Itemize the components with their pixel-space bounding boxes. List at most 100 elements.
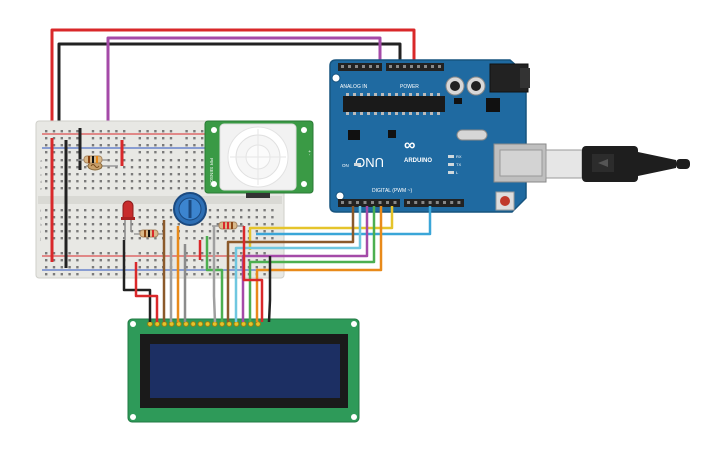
lcd-pin[interactable] [161,321,168,327]
lcd-pin[interactable] [204,321,211,327]
resistor-led[interactable] [134,229,164,238]
header-pin[interactable] [428,201,432,204]
header-pin[interactable] [348,65,351,68]
header-pin[interactable] [407,201,410,204]
breadboard-hole [193,144,196,147]
breadboard-hole [76,180,79,183]
chip-pin [437,93,440,96]
header-pin[interactable] [356,201,359,204]
breadboard-hole [169,230,173,233]
header-pin[interactable] [371,201,374,204]
wire-black-gnd[interactable] [57,42,402,142]
lcd-pin[interactable] [197,321,204,327]
breadboard-hole [216,230,219,233]
lcd-display[interactable] [127,318,360,423]
breadboard-hole [271,230,274,233]
header-pin[interactable] [341,65,344,68]
breadboard-hole [247,252,251,255]
breadboard-hole [84,209,87,212]
header-pin[interactable] [403,65,406,68]
arduino-uno[interactable]: ANALOG IN POWER ∞ ARDUINO UNO ON RX TX L [329,59,547,213]
breadboard-hole [154,180,157,183]
header-pin[interactable] [450,201,454,204]
header-pin[interactable] [414,201,418,204]
breadboard-hole [68,273,71,276]
header-pin[interactable] [443,201,446,204]
wire-purple-d5[interactable] [241,206,369,322]
lcd-pin[interactable] [219,321,225,327]
wire-yellow-d12[interactable] [248,206,394,250]
header-pin[interactable] [457,201,461,204]
header-pin[interactable] [417,65,420,68]
breadboard-hole [216,273,219,276]
potentiometer[interactable] [173,192,207,226]
lcd-pin[interactable] [147,321,153,327]
header-pin[interactable] [435,201,439,204]
breadboard-hole [115,252,118,255]
lcd-pin[interactable] [233,321,240,327]
header-pin[interactable] [376,65,379,68]
header-pin[interactable] [369,65,372,68]
wire-brown-d7[interactable] [226,206,355,322]
header-pin[interactable] [363,201,367,204]
pir-sensor[interactable]: PIR SENSOR + - [204,120,314,198]
wire-black-backlight[interactable] [267,256,272,323]
lcd-pin[interactable] [247,321,254,327]
breadboard-hole [193,166,196,169]
lcd-pin[interactable] [168,321,175,327]
header-pin[interactable] [410,65,413,68]
resistor-backlight[interactable] [212,221,244,230]
header-pin[interactable] [396,65,399,68]
breadboard-hole [60,209,63,212]
header-pin[interactable] [393,201,397,204]
breadboard-hole [255,223,258,226]
wire-blue-d13[interactable] [256,206,432,236]
lcd-pin[interactable] [183,321,189,327]
lcd-pin[interactable] [175,321,182,327]
breadboard-hole [68,252,71,255]
lcd-pin[interactable] [226,321,233,327]
wire-red-5v[interactable] [50,28,416,138]
lcd-pin[interactable] [255,321,261,327]
wire-red-backlight[interactable] [242,226,264,322]
wire-gray-lcd-e[interactable] [212,226,217,323]
breadboard-hole [107,130,110,133]
wire-cyan-d6[interactable] [234,206,362,322]
breadboard-hole [232,230,235,233]
lcd-pin[interactable] [240,321,247,327]
header-pin[interactable] [389,65,392,68]
breadboard-hole [45,137,48,140]
breadboard-hole [52,151,56,154]
header-pin[interactable] [348,201,352,204]
usb-cable[interactable] [545,146,690,182]
breadboard-hole [52,252,56,255]
header-pin[interactable] [378,201,382,204]
header-pin[interactable] [362,65,365,68]
lcd-pin[interactable] [154,321,161,327]
red-led[interactable] [121,200,135,240]
wire-green-d4[interactable] [248,206,376,322]
lcd-pin[interactable] [190,321,197,327]
wire-orange-d3[interactable] [255,206,383,322]
resistor-ldr[interactable] [78,155,108,164]
lcd-pin[interactable] [211,321,218,327]
header-pin[interactable] [386,201,389,204]
chip-pin [360,112,363,115]
atmega-chip-pins [346,93,440,115]
breadboard-hole [263,216,266,219]
reset-button-cap[interactable] [500,196,510,206]
photoresistor[interactable] [86,161,118,171]
breadboard-hole [146,273,149,276]
header-pin[interactable] [341,201,344,204]
wire-red-lcd-vdd[interactable] [134,262,159,322]
breadboard-hole [130,187,134,190]
header-pin[interactable] [421,201,425,204]
wire-purple-a0[interactable] [106,36,382,140]
header-pin[interactable] [431,65,434,68]
header-pin[interactable] [355,65,358,68]
header-pin[interactable] [438,65,441,68]
breadboard-hole [169,130,173,133]
chip-pin [416,112,419,115]
header-pin[interactable] [424,65,427,68]
